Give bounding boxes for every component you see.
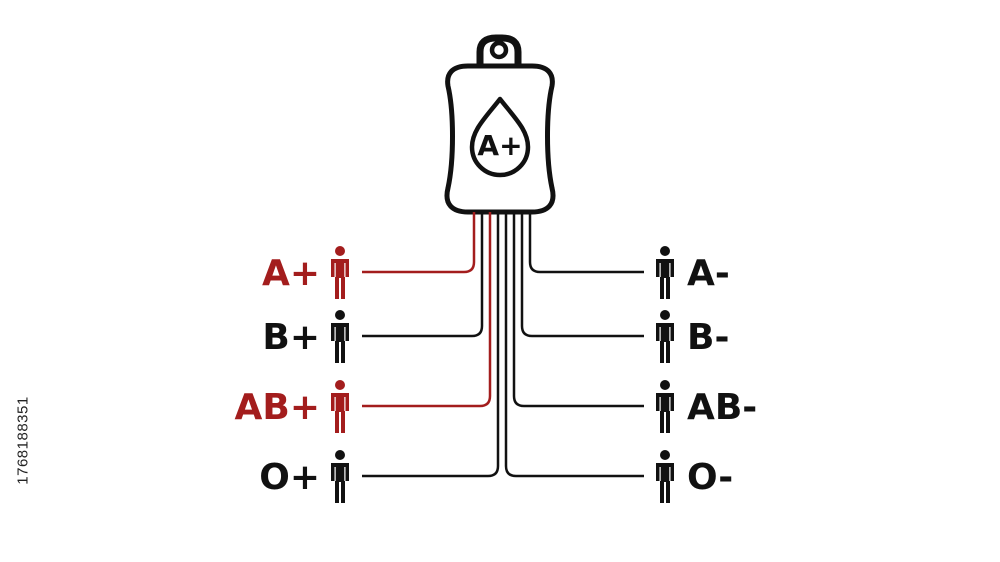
person-body [656,259,674,299]
person-icon [656,450,674,503]
person-arm-gap [344,263,346,277]
recipient-label: O- [687,457,733,498]
person-head [335,310,345,320]
recipient-label: B+ [262,317,320,358]
recipient-b-plus: B+ [262,310,349,363]
tube-b-minus [520,212,644,338]
tube-a-minus [528,212,644,274]
bag-blood-type: A+ [477,129,522,162]
person-arm-gap [334,263,336,277]
recipient-ab-plus: AB+ [235,380,349,433]
recipient-label: AB+ [235,387,320,428]
person-head [335,246,345,256]
person-arm-gap [669,467,671,481]
tube-ab-plus [362,212,492,408]
person-arm-gap [659,467,661,481]
recipient-label: A+ [262,253,320,294]
person-arm-gap [669,327,671,341]
person-arm-gap [334,327,336,341]
person-body [331,463,349,503]
recipient-label: B- [687,317,729,358]
recipient-b-minus: B- [656,310,729,363]
person-head [660,450,670,460]
recipient-o-plus: O+ [259,450,349,503]
blood-bag-icon: A+ [444,34,556,215]
person-body [331,259,349,299]
tubes [362,212,644,478]
stock-id-text: 1768188351 [14,395,32,485]
recipient-ab-minus: AB- [656,380,757,433]
tube-ab-minus [512,212,644,408]
person-arm-gap [344,467,346,481]
recipient-label: AB- [687,387,757,428]
person-arm-gap [334,467,336,481]
person-body [656,463,674,503]
person-icon [656,380,674,433]
person-arm-gap [659,397,661,411]
person-arm-gap [344,327,346,341]
tube-o-plus [362,212,500,478]
tube-o-minus [504,212,644,478]
person-icon [656,310,674,363]
person-icon [331,380,349,433]
person-head [335,380,345,390]
person-body [331,393,349,433]
person-head [660,310,670,320]
person-arm-gap [659,327,661,341]
person-head [660,380,670,390]
person-arm-gap [334,397,336,411]
person-icon [331,450,349,503]
recipient-o-minus: O- [656,450,733,503]
person-body [656,393,674,433]
person-arm-gap [659,263,661,277]
person-head [335,450,345,460]
stock-id: 1768188351 [8,320,38,560]
person-icon [331,246,349,299]
person-arm-gap [669,263,671,277]
blood-drop-icon [469,96,531,178]
person-body [331,323,349,363]
tube-b-plus [362,212,484,338]
bag-hanger [476,34,522,66]
person-head [660,246,670,256]
person-body [656,323,674,363]
recipient-a-plus: A+ [262,246,349,299]
tube-a-plus [362,212,476,274]
recipient-a-minus: A- [656,246,730,299]
bag-hanger-hole [489,40,509,60]
person-icon [331,310,349,363]
person-icon [656,246,674,299]
person-arm-gap [344,397,346,411]
recipient-label: O+ [259,457,320,498]
recipient-label: A- [687,253,730,294]
person-arm-gap [669,397,671,411]
